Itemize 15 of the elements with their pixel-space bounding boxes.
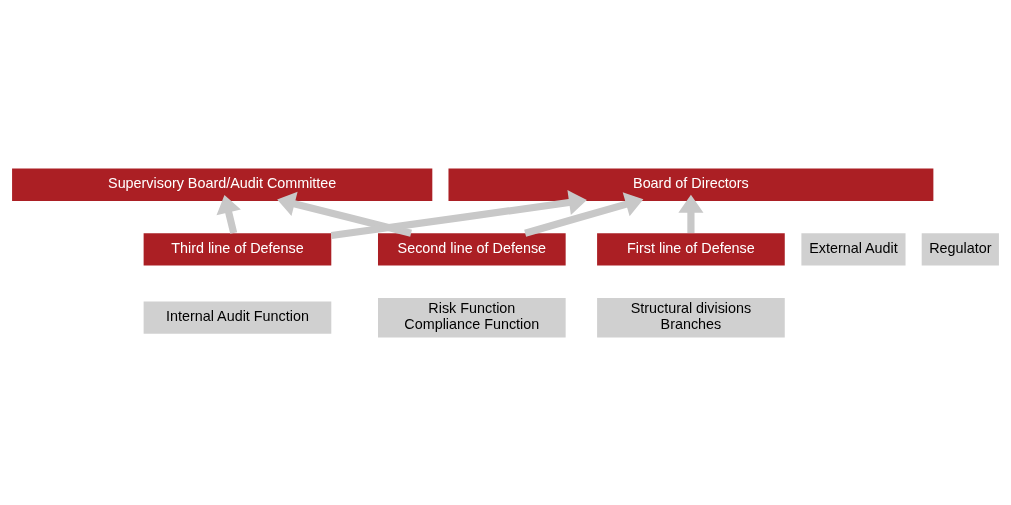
arrow xyxy=(524,191,644,237)
arrow xyxy=(277,191,412,237)
arrow xyxy=(216,194,241,234)
node-box: Second line of Defense xyxy=(378,232,566,266)
node-box: Supervisory Board/Audit Committee xyxy=(12,168,433,201)
node-box: Board of Directors xyxy=(448,168,934,201)
node-box: Third line of Defense xyxy=(143,232,332,266)
node-box: Regulator xyxy=(921,232,999,266)
node-box: First line of Defense xyxy=(597,232,785,266)
arrow xyxy=(330,189,587,239)
node-box: Internal Audit Function xyxy=(143,301,332,334)
node-box: Risk Function Compliance Function xyxy=(378,297,566,337)
arrow xyxy=(678,194,704,233)
node-box: External Audit xyxy=(801,232,906,266)
node-box: Structural divisions Branches xyxy=(597,297,785,337)
